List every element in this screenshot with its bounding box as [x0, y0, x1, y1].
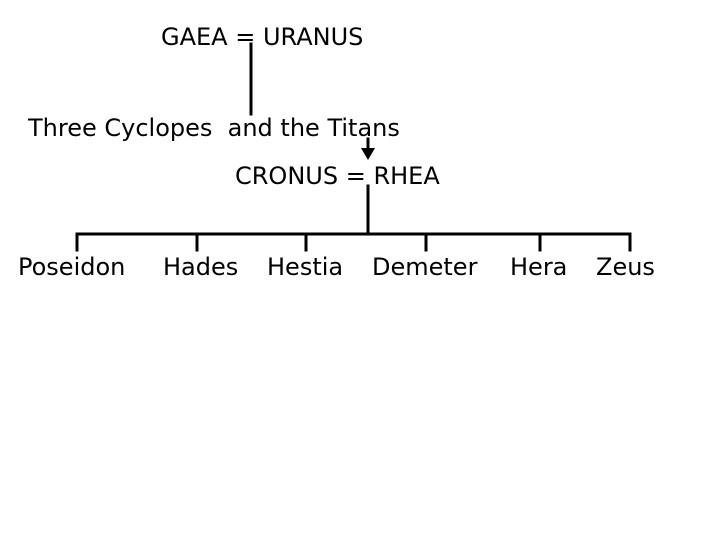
gaea-uranus-label: GAEA = URANUS	[161, 23, 364, 51]
child-hades: Hades	[163, 253, 239, 281]
child-demeter: Demeter	[372, 253, 478, 281]
child-zeus: Zeus	[596, 253, 655, 281]
cyclopes-titans-label: Three Cyclopes and the Titans	[28, 114, 400, 142]
child-hera: Hera	[510, 253, 568, 281]
cronus-rhea-label: CRONUS = RHEA	[235, 162, 440, 190]
child-poseidon: Poseidon	[18, 253, 126, 281]
child-hestia: Hestia	[267, 253, 344, 281]
arrow-head	[361, 148, 375, 160]
